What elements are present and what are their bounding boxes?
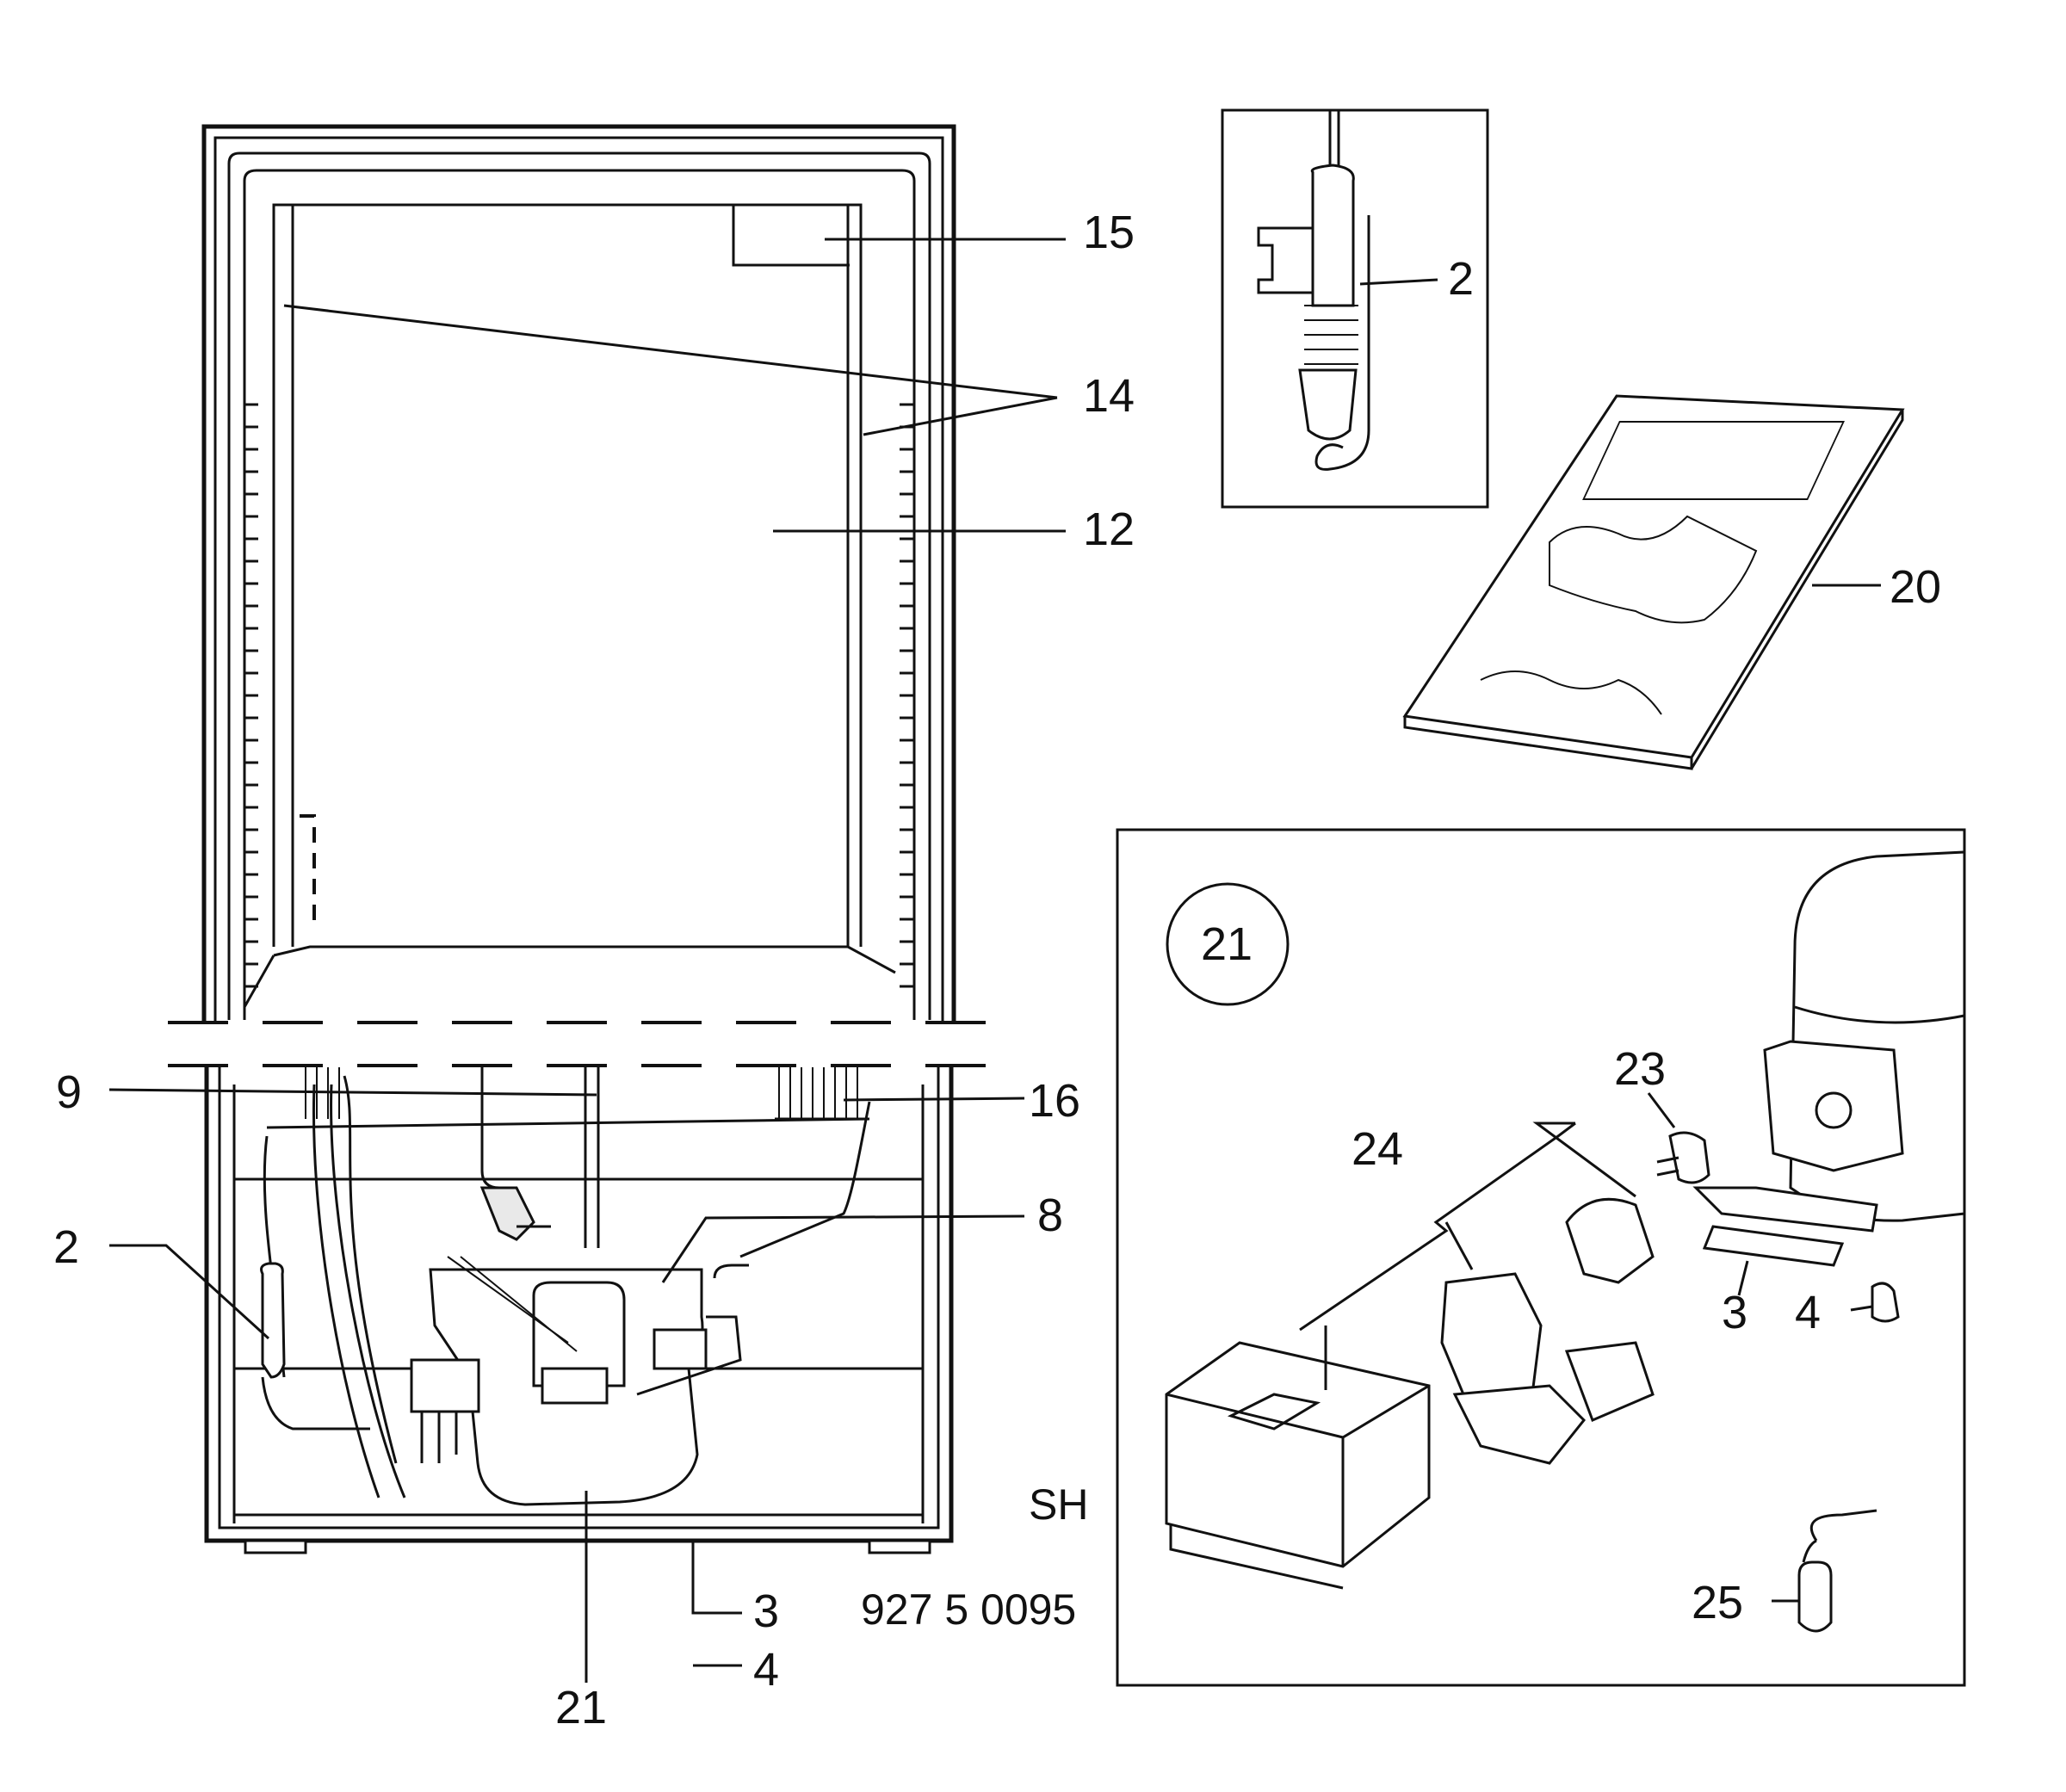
callout-3: 3 [753, 1585, 779, 1637]
callout-sensor-2: 2 [1448, 253, 1474, 305]
fridge-cabinet [168, 124, 988, 1554]
callout-inset-3: 3 [1722, 1287, 1747, 1338]
compressor-body [429, 1256, 749, 1506]
instruction-manual [1402, 394, 1905, 770]
callout-20: 20 [1890, 561, 1941, 613]
code-sh: SH [1029, 1480, 1088, 1529]
callout-16: 16 [1029, 1075, 1080, 1127]
drawing-number: 927 5 0095 [861, 1585, 1076, 1634]
callout-4: 4 [753, 1644, 779, 1696]
callout-25: 25 [1692, 1577, 1743, 1628]
callout-24: 24 [1352, 1123, 1403, 1175]
compressor-electrical-inset [1116, 828, 1966, 1687]
callout-9: 9 [56, 1066, 82, 1118]
callout-inset-4: 4 [1795, 1287, 1821, 1338]
left-gasket-ribs [244, 403, 914, 988]
callout-2: 2 [53, 1221, 79, 1273]
callout-14: 14 [1083, 370, 1135, 422]
callout-21: 21 [555, 1682, 607, 1733]
callout-15: 15 [1083, 207, 1135, 258]
sensor-inset [1221, 108, 1489, 509]
callout-8: 8 [1037, 1190, 1063, 1241]
callout-23: 23 [1614, 1043, 1666, 1095]
callout-12: 12 [1083, 504, 1135, 555]
callout-inset-21: 21 [1201, 918, 1253, 970]
fridge-leader-lines [108, 238, 1066, 1683]
